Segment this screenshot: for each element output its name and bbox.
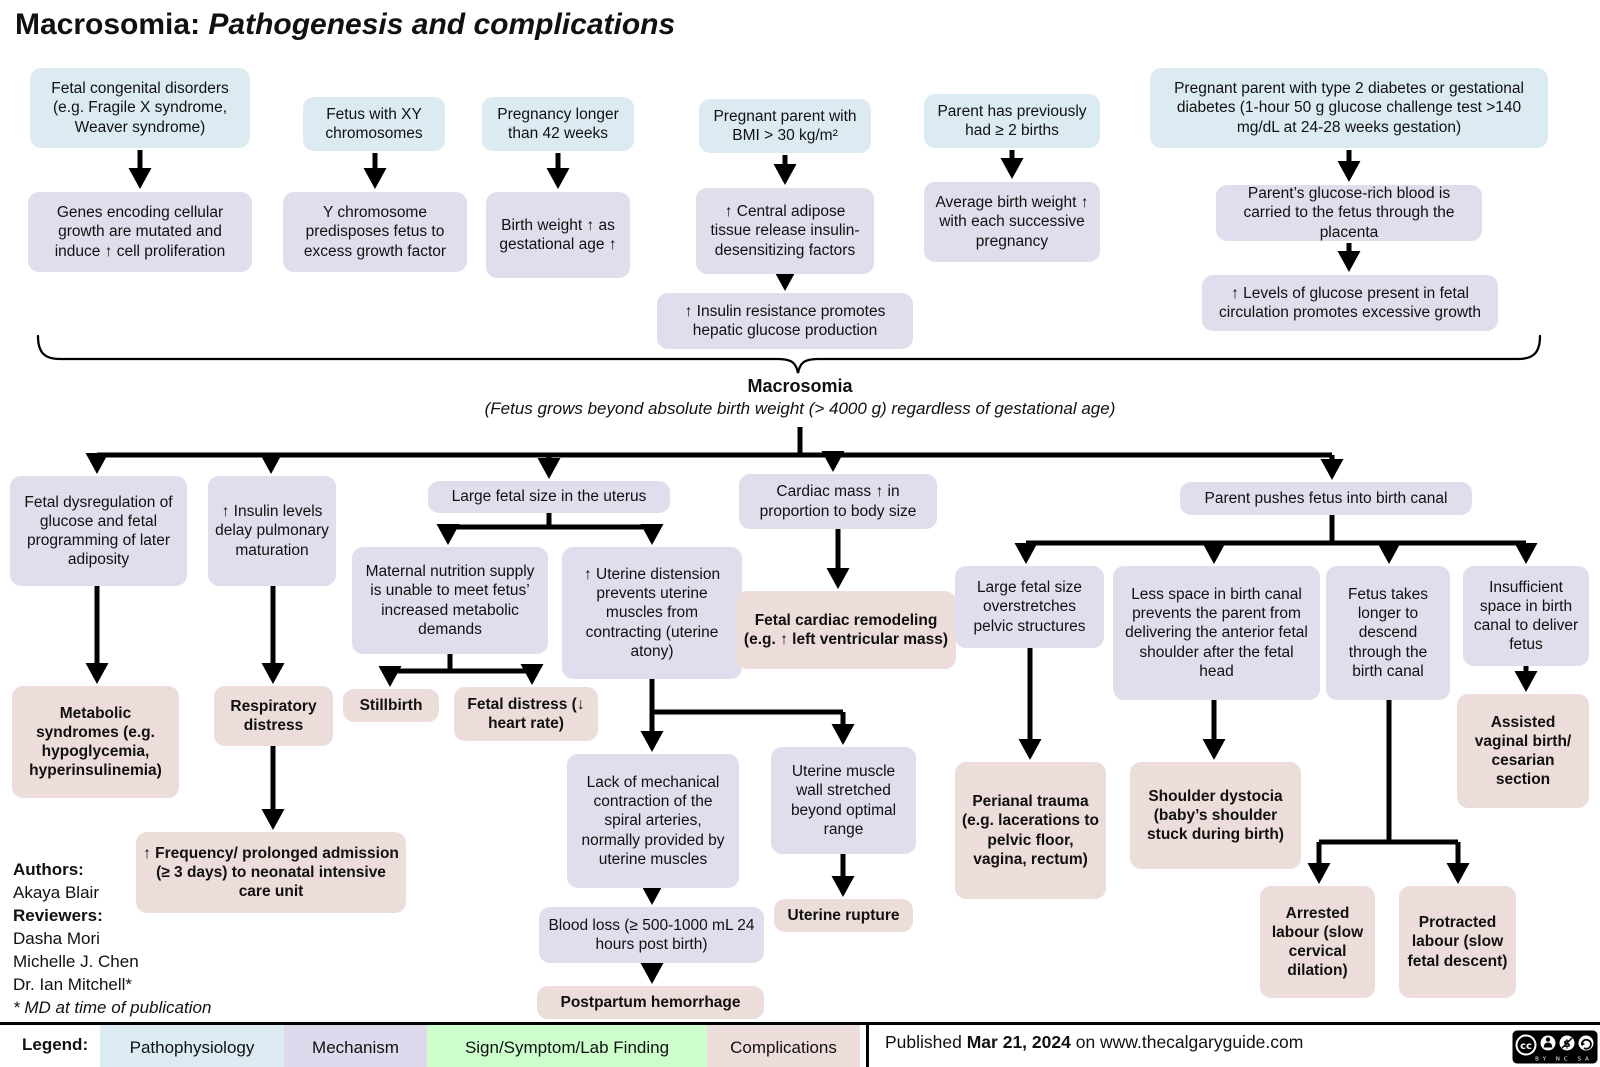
- legend-sign-symptom: Sign/Symptom/Lab Finding: [427, 1025, 707, 1067]
- node-glucose-fetal-circulation: ↑ Levels of glucose present in fetal cir…: [1202, 275, 1498, 331]
- legend-complications: Complications: [707, 1025, 860, 1067]
- node-pregnancy-longer-42-weeks: Pregnancy longer than 42 weeks: [482, 97, 634, 151]
- node-perianal-trauma: Perianal trauma (e.g. lacerations to pel…: [955, 762, 1106, 899]
- footer-divider: [866, 1022, 869, 1067]
- node-average-birth-weight: Average birth weight ↑ with each success…: [924, 182, 1100, 262]
- by-icon: [1540, 1035, 1556, 1051]
- node-parent-pushes-fetus: Parent pushes fetus into birth canal: [1180, 482, 1472, 515]
- node-postpartum-hemorrhage: Postpartum hemorrhage: [537, 986, 764, 1019]
- node-fetal-dysregulation: Fetal dysregulation of glucose and fetal…: [10, 476, 187, 586]
- node-central-adipose-tissue: ↑ Central adipose tissue release insulin…: [696, 188, 874, 274]
- node-cardiac-mass: Cardiac mass ↑ in proportion to body siz…: [739, 474, 937, 529]
- legend-bar: Legend: Pathophysiology Mechanism Sign/S…: [0, 1022, 1600, 1067]
- node-shoulder-dystocia: Shoulder dystocia (baby’s shoulder stuck…: [1130, 762, 1301, 869]
- node-nicu-admission: ↑ Frequency/ prolonged admission (≥ 3 da…: [136, 832, 406, 913]
- node-maternal-nutrition: Maternal nutrition supply is unable to m…: [352, 547, 548, 654]
- nc-icon: $: [1559, 1035, 1575, 1051]
- reviewer-name: Dasha Mori: [13, 929, 100, 948]
- node-genes-mutated: Genes encoding cellular growth are mutat…: [28, 192, 252, 272]
- node-fetal-distress: Fetal distress (↓ heart rate): [454, 687, 598, 741]
- node-insulin-delays-pulmonary: ↑ Insulin levels delay pulmonary maturat…: [208, 476, 336, 586]
- credits-block: Authors: Akaya Blair Reviewers: Dasha Mo…: [13, 858, 211, 1019]
- reviewer-name: Dr. Ian Mitchell*: [13, 975, 133, 994]
- authors-heading: Authors:: [13, 860, 84, 879]
- node-fetus-longer-descend: Fetus takes longer to descend through th…: [1326, 566, 1450, 700]
- macrosomia-definition: (Fetus grows beyond absolute birth weigh…: [484, 399, 1116, 418]
- node-metabolic-syndromes: Metabolic syndromes (e.g. hypoglycemia, …: [12, 686, 179, 798]
- published-date: Mar 21, 2024: [966, 1032, 1071, 1052]
- node-stillbirth: Stillbirth: [343, 689, 439, 722]
- node-uterine-wall-stretched: Uterine muscle wall stretched beyond opt…: [771, 747, 916, 854]
- legend-mechanism: Mechanism: [284, 1025, 427, 1067]
- reviewers-heading: Reviewers:: [13, 906, 103, 925]
- legend-pathophysiology: Pathophysiology: [100, 1025, 284, 1067]
- author-name: Akaya Blair: [13, 883, 99, 902]
- cc-license-badge: cc $ BY NC SA: [1512, 1030, 1598, 1064]
- reviewer-name: Michelle J. Chen: [13, 952, 139, 971]
- node-large-fetal-size-uterus: Large fetal size in the uterus: [428, 481, 670, 513]
- node-uterine-rupture: Uterine rupture: [774, 899, 913, 932]
- node-uterine-distension: ↑ Uterine distension prevents uterine mu…: [562, 547, 742, 679]
- node-lack-mechanical-contraction: Lack of mechanical contraction of the sp…: [567, 754, 739, 888]
- node-arrested-labour: Arrested labour (slow cervical dilation): [1260, 886, 1375, 998]
- page-title-italic: Pathogenesis and complications: [208, 8, 676, 41]
- node-fetus-xy-chromosomes: Fetus with XY chromosomes: [303, 97, 445, 151]
- node-blood-loss: Blood loss (≥ 500-1000 mL 24 hours post …: [539, 907, 764, 963]
- node-assisted-birth: Assisted vaginal birth/ cesarian section: [1457, 694, 1589, 808]
- page-title-prefix: Macrosomia:: [15, 8, 209, 41]
- svg-text:cc: cc: [1520, 1041, 1532, 1052]
- node-parent-diabetes: Pregnant parent with type 2 diabetes or …: [1150, 68, 1548, 148]
- node-parent-bmi-over-30: Pregnant parent with BMI > 30 kg/m²: [699, 99, 871, 153]
- node-birth-weight-gestational-age: Birth weight ↑ as gestational age ↑: [486, 192, 630, 278]
- node-respiratory-distress: Respiratory distress: [214, 686, 333, 746]
- node-insulin-resistance: ↑ Insulin resistance promotes hepatic gl…: [657, 293, 913, 349]
- published-prefix: Published: [885, 1032, 967, 1052]
- node-insufficient-space: Insufficient space in birth canal to del…: [1463, 566, 1589, 666]
- node-less-space-birth-canal: Less space in birth canal prevents the p…: [1113, 566, 1320, 700]
- node-fetal-congenital-disorders: Fetal congenital disorders (e.g. Fragile…: [30, 68, 250, 148]
- sa-icon: [1578, 1035, 1594, 1051]
- cc-icon: cc: [1515, 1034, 1537, 1056]
- node-protracted-labour: Protracted labour (slow fetal descent): [1399, 886, 1516, 998]
- published-line: Published Mar 21, 2024 on www.thecalgary…: [885, 1032, 1303, 1053]
- node-fetal-cardiac-remodeling: Fetal cardiac remodeling (e.g. ↑ left ve…: [736, 591, 956, 669]
- page-title: Macrosomia: Pathogenesis and complicatio…: [15, 8, 675, 42]
- node-previous-births: Parent has previously had ≥ 2 births: [924, 94, 1100, 148]
- macrosomia-label: Macrosomia: [747, 376, 853, 396]
- node-y-chromosome-growth-factor: Y chromosome predisposes fetus to excess…: [283, 192, 467, 272]
- node-glucose-rich-blood: Parent’s glucose-rich blood is carried t…: [1216, 185, 1482, 241]
- md-footnote: * MD at time of publication: [13, 998, 212, 1017]
- legend-label: Legend:: [22, 1035, 89, 1054]
- node-overstretches-pelvic: Large fetal size overstretches pelvic st…: [955, 566, 1104, 648]
- cc-badge-text: BY NC SA: [1535, 1057, 1593, 1063]
- published-site: on www.thecalgaryguide.com: [1070, 1032, 1304, 1052]
